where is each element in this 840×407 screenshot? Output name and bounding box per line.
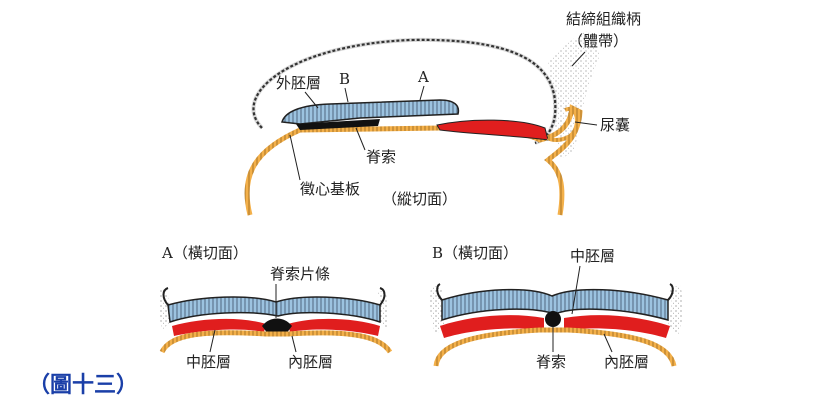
label-ectoderm: 外胚層 bbox=[276, 74, 321, 92]
label-B: B bbox=[339, 70, 350, 88]
mesoderm-long bbox=[436, 119, 549, 141]
endoderm-B bbox=[433, 327, 677, 367]
label-allantois: 尿囊 bbox=[600, 116, 630, 134]
yolk-sac-endoderm bbox=[244, 104, 583, 216]
amnion-outline bbox=[252, 38, 557, 145]
mesoderm-A-left bbox=[172, 318, 266, 336]
notochord-long bbox=[296, 119, 380, 130]
label-longitudinal-section: （縱切面） bbox=[382, 190, 457, 208]
cross-section-A: A（橫切面） 脊索片條 中胚層 內胚層 bbox=[159, 244, 393, 371]
label-notochord: 脊索 bbox=[366, 148, 396, 166]
mesoderm-B-left bbox=[440, 315, 544, 338]
label-notochordal-plate: 脊索片條 bbox=[270, 265, 330, 283]
label-endoderm-A: 內胚層 bbox=[288, 353, 333, 371]
label-notochord-B: 脊索 bbox=[536, 353, 566, 371]
cross-section-B: B（橫切面） 中胚層 脊索 內胚層 bbox=[429, 244, 683, 371]
label-mesoderm-B: 中胚層 bbox=[570, 247, 615, 265]
ectoderm-plate bbox=[281, 99, 460, 125]
title-section-B: B（橫切面） bbox=[432, 244, 518, 262]
notochordal-plate-A bbox=[262, 318, 292, 334]
label-A: A bbox=[417, 68, 429, 86]
label-cardiac-plate: 徵心基板 bbox=[300, 180, 360, 198]
label-endoderm-B: 內胚層 bbox=[604, 353, 649, 371]
ectoderm-B bbox=[441, 288, 669, 322]
figure-caption: （圖十三） bbox=[28, 373, 138, 398]
longitudinal-section: 結締組織柄 （體帶） 外胚層 B A 尿囊 脊索 徵心基板 （縱切面） bbox=[244, 10, 641, 216]
allantois bbox=[547, 106, 579, 142]
mesoderm-B-right bbox=[564, 315, 670, 338]
label-mesoderm-A: 中胚層 bbox=[186, 353, 231, 371]
endoderm-A bbox=[159, 330, 393, 354]
ectoderm-A bbox=[167, 296, 381, 324]
title-section-A: A（橫切面） bbox=[161, 244, 248, 262]
mesoderm-A-right bbox=[288, 318, 380, 336]
notochord-B bbox=[545, 311, 561, 327]
label-connecting-stalk: 結締組織柄 bbox=[566, 10, 641, 28]
label-body-stalk: （體帶） bbox=[568, 32, 628, 50]
